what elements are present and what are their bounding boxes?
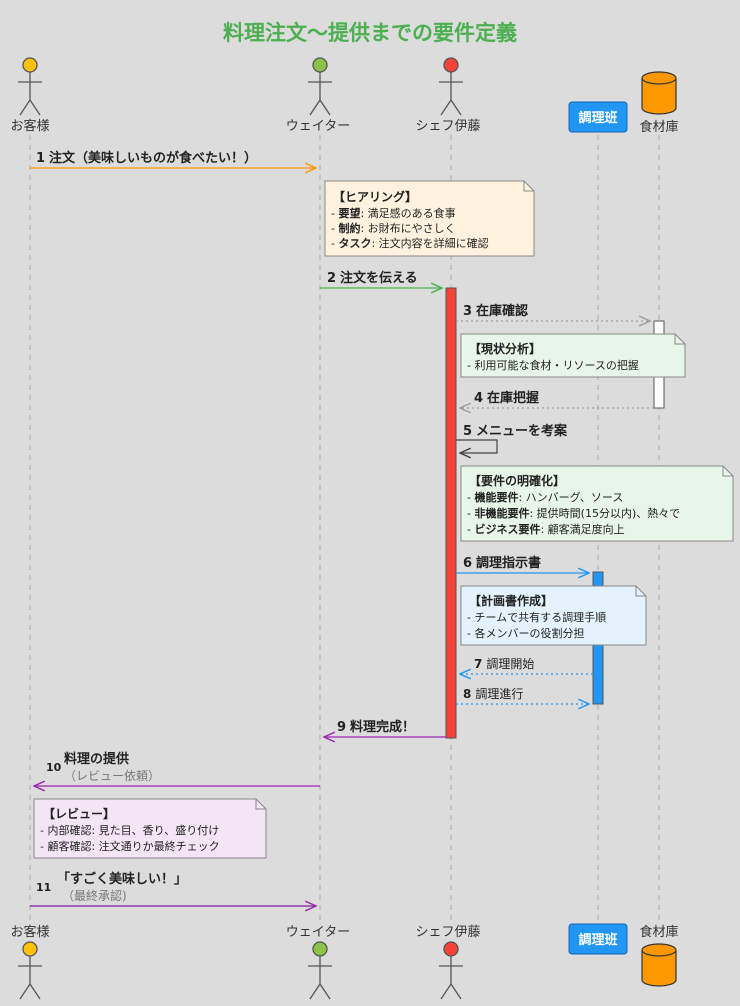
participant-waiter-top: ウェイター [286, 57, 350, 134]
svg-text:料理の提供: 料理の提供 [64, 751, 129, 767]
participant-label-customer: お客様 [10, 118, 49, 134]
svg-text:10: 10 [46, 761, 62, 774]
participant-label-chef: シェフ伊藤 [415, 119, 480, 134]
message-10: 10 料理の提供 （レビュー依頼） [34, 751, 320, 786]
svg-text:【レビュー】: 【レビュー】 [43, 806, 115, 821]
participant-team-bottom: 調理班 [568, 923, 628, 955]
message-1-number: 1 [36, 151, 45, 166]
svg-text:（レビュー依頼）: （レビュー依頼） [64, 768, 160, 783]
svg-text:食材庫: 食材庫 [639, 924, 678, 940]
actor-customer-bottom-icon [18, 941, 42, 1000]
participant-customer-bottom: お客様 [10, 924, 50, 1000]
svg-text:- 要望: 満足感のある食事: - 要望: 満足感のある食事 [331, 206, 456, 220]
activation-chef [445, 287, 457, 739]
svg-text:- 機能要件: ハンバーグ、ソース: - 機能要件: ハンバーグ、ソース [467, 490, 623, 504]
svg-text:- 各メンバーの役割分担: - 各メンバーの役割分担 [467, 626, 584, 640]
actor-chef-icon [439, 57, 463, 116]
message-1-label: 注文（美味しいものが食べたい！） [49, 150, 257, 166]
participant-chef-top: シェフ伊藤 [415, 57, 481, 134]
note-hearing-title: 【ヒアリング】 [333, 189, 417, 204]
svg-text:- ビジネス要件: 顧客満足度向上: - ビジネス要件: 顧客満足度向上 [467, 522, 625, 536]
actor-customer-icon [18, 57, 42, 116]
svg-text:11: 11 [36, 881, 51, 894]
svg-text:1注文（美味しいものが食べたい！）: 1 注文（美味しいものが食べたい！） [36, 150, 257, 166]
svg-text:「すごく美味しい！」: 「すごく美味しい！」 [57, 871, 187, 887]
participant-label-waiter: ウェイター [286, 119, 350, 134]
svg-text:- 利用可能な食材・リソースの把握: - 利用可能な食材・リソースの把握 [467, 358, 639, 372]
svg-text:【要件の明確化】: 【要件の明確化】 [469, 473, 565, 488]
svg-text:- タスク: 注文内容を詳細に確認: - タスク: 注文内容を詳細に確認 [331, 236, 489, 250]
participant-chef-bottom: シェフ伊藤 [415, 925, 481, 1000]
note-analysis: 【現状分析】 - 利用可能な食材・リソースの把握 [460, 333, 686, 378]
message-11: 11 「すごく美味しい！」 （最終承認) [30, 871, 316, 906]
note-review: 【レビュー】 - 内部確認: 見た目、香り、盛り付け - 顧客確認: 注文通りか… [33, 798, 267, 859]
svg-text:【計画書作成】: 【計画書作成】 [469, 593, 553, 608]
actor-waiter-icon [308, 57, 332, 116]
note-hearing: 【ヒアリング】 - 要望: 満足感のある食事 - 制約: お財布にやさしく - … [324, 180, 535, 257]
note-plan: 【計画書作成】 - チームで共有する調理手順 - 各メンバーの役割分担 [460, 585, 647, 646]
participant-label-team: 調理班 [578, 110, 617, 126]
svg-text:- 非機能要件: 提供時間(15分以内)、熱々で: - 非機能要件: 提供時間(15分以内)、熱々で [467, 506, 680, 520]
svg-text:（最終承認): （最終承認) [62, 888, 127, 903]
svg-text:ウェイター: ウェイター [286, 925, 350, 940]
svg-text:調理班: 調理班 [578, 932, 617, 948]
svg-text:シェフ伊藤: シェフ伊藤 [415, 925, 480, 940]
participant-customer-top: お客様 [10, 57, 50, 134]
database-icon [641, 71, 677, 115]
database-bottom-icon [641, 943, 677, 987]
actor-chef-bottom-icon [439, 941, 463, 1000]
svg-text:- チームで共有する調理手順: - チームで共有する調理手順 [467, 610, 606, 624]
message-1: 1 注文（美味しいものが食べたい！） [30, 150, 316, 168]
participant-label-storage: 食材庫 [639, 119, 678, 135]
note-requirements: 【要件の明確化】 - 機能要件: ハンバーグ、ソース - 非機能要件: 提供時間… [460, 465, 734, 542]
svg-text:- 制約: お財布にやさしく: - 制約: お財布にやさしく [331, 221, 456, 235]
participant-team-top: 調理班 [568, 101, 628, 133]
svg-text:お客様: お客様 [10, 924, 49, 940]
actor-waiter-bottom-icon [308, 941, 332, 1000]
diagram-title: 料理注文〜提供までの要件定義 [223, 21, 517, 45]
participant-storage-top: 食材庫 [639, 71, 679, 135]
participant-storage-bottom: 食材庫 [639, 924, 679, 987]
svg-text:【現状分析】: 【現状分析】 [469, 341, 541, 356]
svg-text:- 内部確認: 見た目、香り、盛り付け: - 内部確認: 見た目、香り、盛り付け [40, 823, 219, 837]
svg-text:- 顧客確認: 注文通りか最終チェック: - 顧客確認: 注文通りか最終チェック [40, 839, 220, 853]
team-box [568, 101, 628, 133]
participant-waiter-bottom: ウェイター [286, 925, 350, 1000]
